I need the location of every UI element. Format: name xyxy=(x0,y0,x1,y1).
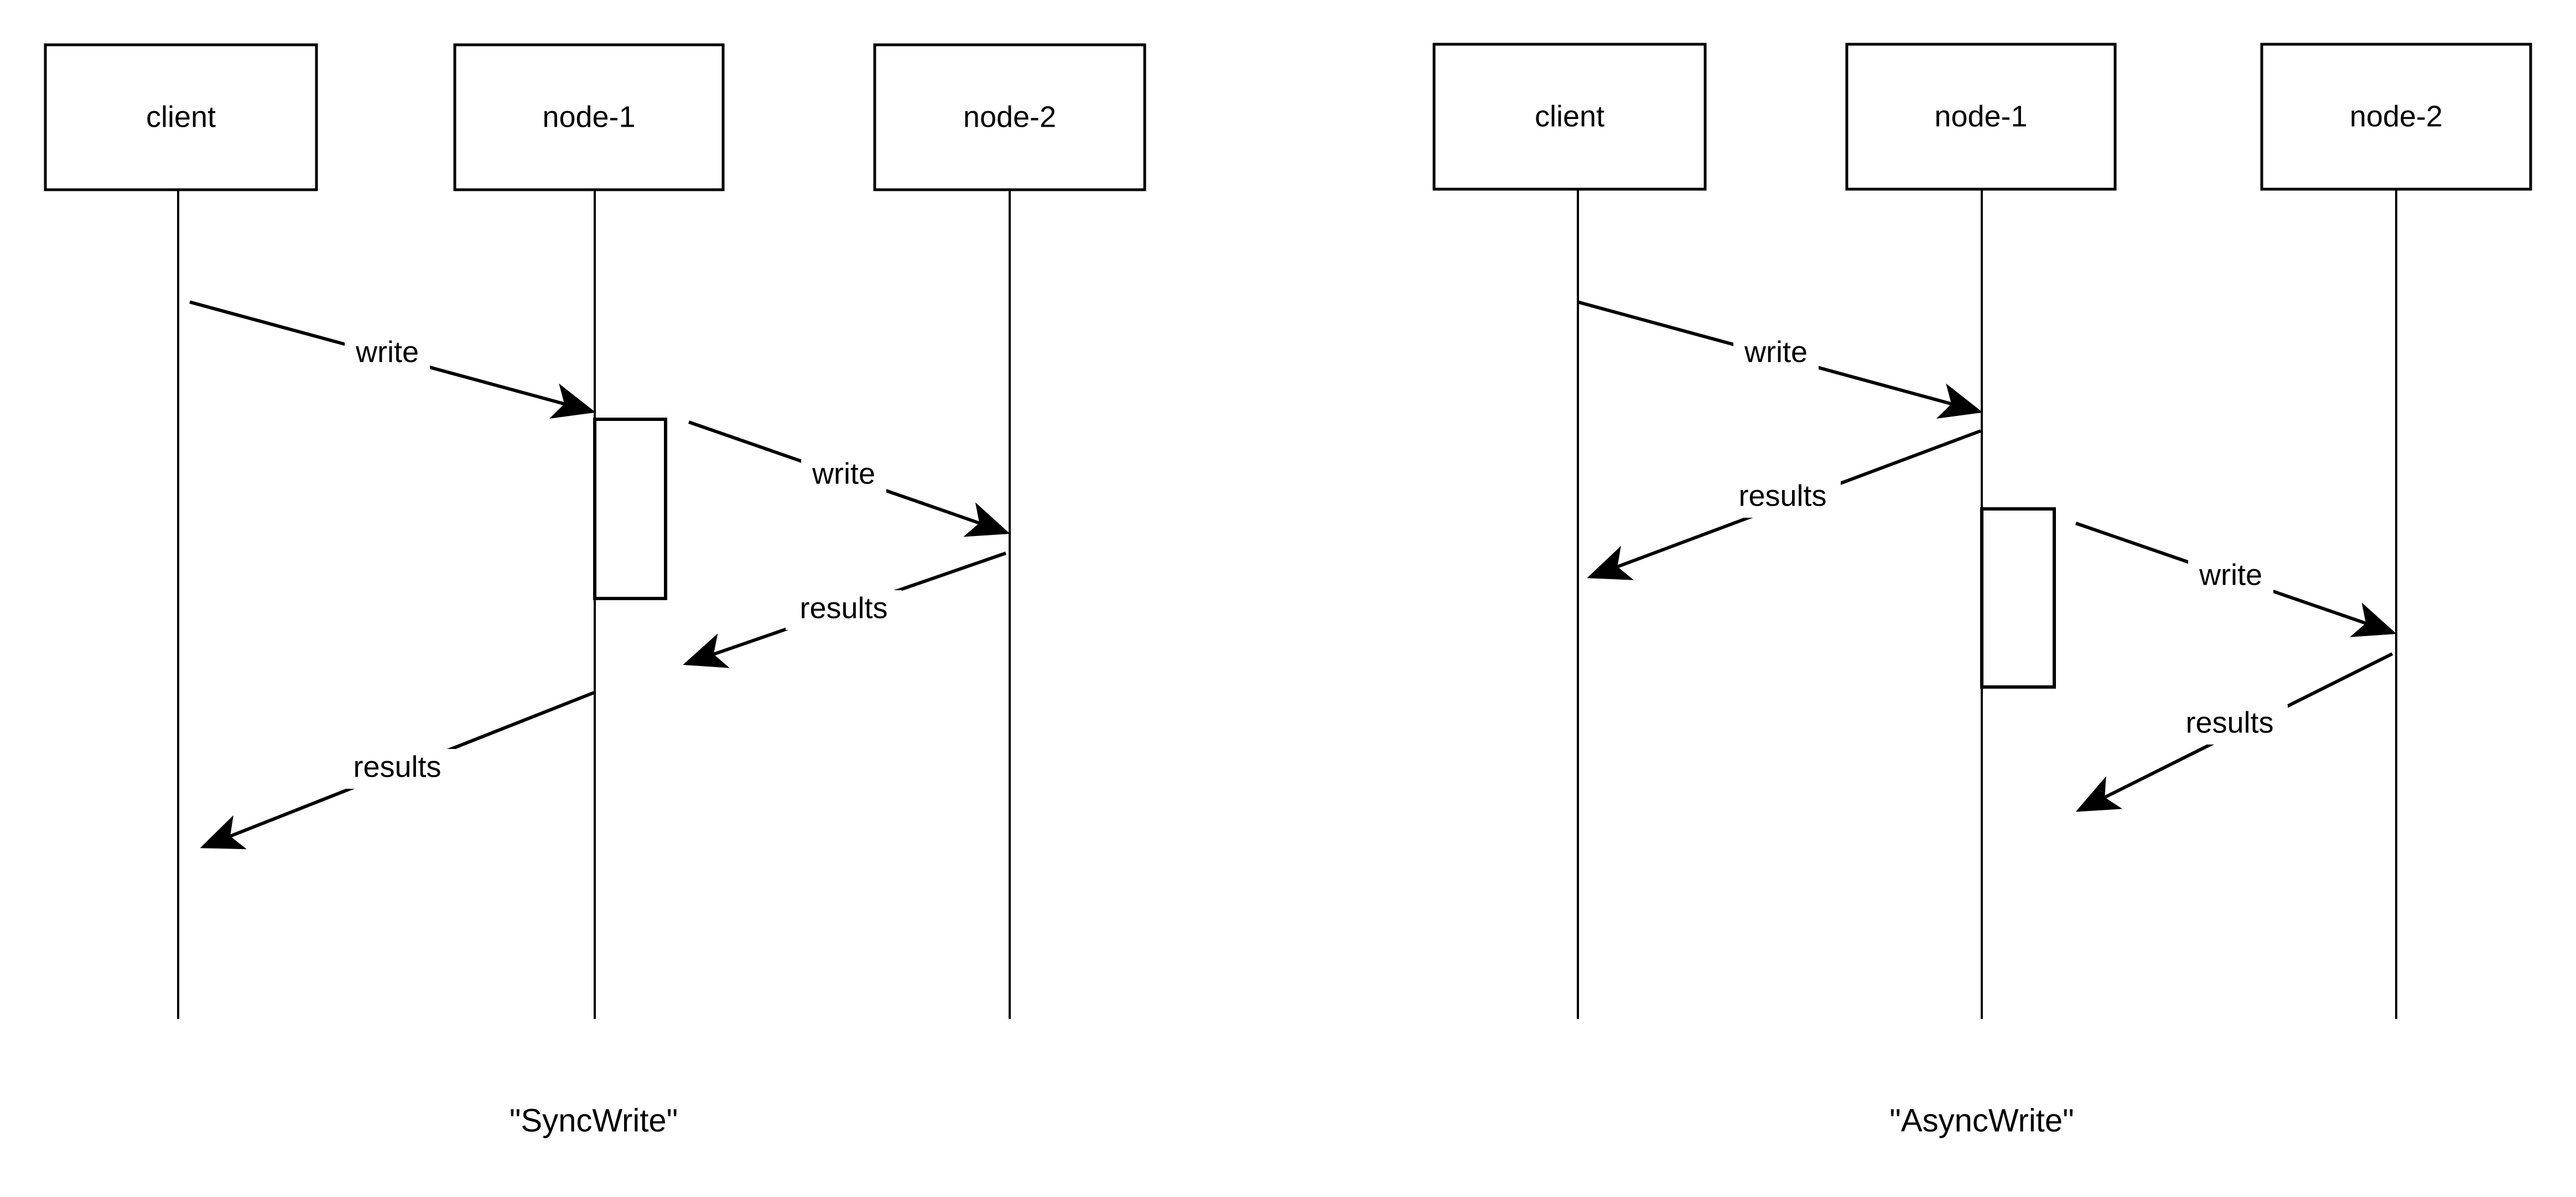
diagram-caption-async-write: "AsyncWrite" xyxy=(1889,1102,2074,1138)
message-results-node-1-to-client[interactable]: results xyxy=(200,691,595,850)
message-write-client-to-node-1[interactable]: write xyxy=(189,300,596,419)
activation-bar-node-1 xyxy=(1980,507,2056,689)
actor-label: node-2 xyxy=(2350,100,2443,133)
activation-bar-outline xyxy=(1980,507,2056,689)
message-results-node-1-to-client[interactable]: results xyxy=(1587,429,1982,580)
message-label: results xyxy=(353,750,441,783)
message-label: results xyxy=(2185,706,2273,739)
activation-bar-outline xyxy=(593,418,667,600)
actor-label: node-1 xyxy=(542,100,635,133)
message-label: write xyxy=(355,335,419,368)
message-label-backdrop xyxy=(1733,334,1819,374)
message-label-backdrop xyxy=(2188,557,2273,597)
actor-box-outline xyxy=(873,43,1146,191)
diagram-caption-sync-write: "SyncWrite" xyxy=(510,1102,678,1138)
message-label-backdrop xyxy=(786,590,902,630)
actor-box-outline xyxy=(44,43,318,191)
message-label: write xyxy=(812,457,875,490)
message-results-node-2-to-node-1[interactable]: results xyxy=(2075,652,2393,812)
message-label: results xyxy=(1738,479,1826,512)
actor-label: client xyxy=(1535,100,1604,133)
actor-box-outline xyxy=(1845,43,2117,191)
activation-bar-node-1 xyxy=(593,418,667,600)
actor-box-client[interactable]: client xyxy=(44,43,318,191)
message-label-backdrop xyxy=(801,456,886,496)
message-label: write xyxy=(1744,335,1808,368)
message-results-node-2-to-node-1[interactable]: results xyxy=(683,551,1006,668)
actor-box-node-2[interactable]: node-2 xyxy=(873,43,1146,191)
actor-label: node-1 xyxy=(1934,100,2027,133)
actor-label: client xyxy=(146,100,216,133)
actor-box-outline xyxy=(453,43,725,191)
message-write-node-1-to-node-2[interactable]: write xyxy=(688,420,1010,537)
actor-box-node-1[interactable]: node-1 xyxy=(453,43,725,191)
message-label: write xyxy=(2199,558,2262,591)
message-label-backdrop xyxy=(345,334,430,374)
actor-box-node-1[interactable]: node-1 xyxy=(1845,43,2117,191)
message-write-client-to-node-1[interactable]: write xyxy=(1577,300,1983,419)
message-write-node-1-to-node-2[interactable]: write xyxy=(2075,522,2397,637)
actor-box-node-2[interactable]: node-2 xyxy=(2260,43,2532,191)
actor-box-client[interactable]: client xyxy=(1432,43,1707,191)
message-label-backdrop xyxy=(2172,705,2288,745)
sequence-diagram-sync-write: client node-1 node-2 write write results resul… xyxy=(44,43,1146,1138)
message-label-backdrop xyxy=(1725,478,1841,518)
actor-box-outline xyxy=(1432,43,1707,191)
actor-box-outline xyxy=(2260,43,2532,191)
actor-label: node-2 xyxy=(963,100,1056,133)
message-label: results xyxy=(799,591,887,624)
message-label-backdrop xyxy=(339,749,455,789)
sequence-diagram-async-write: client node-1 node-2 write results write resul… xyxy=(1432,43,2532,1138)
